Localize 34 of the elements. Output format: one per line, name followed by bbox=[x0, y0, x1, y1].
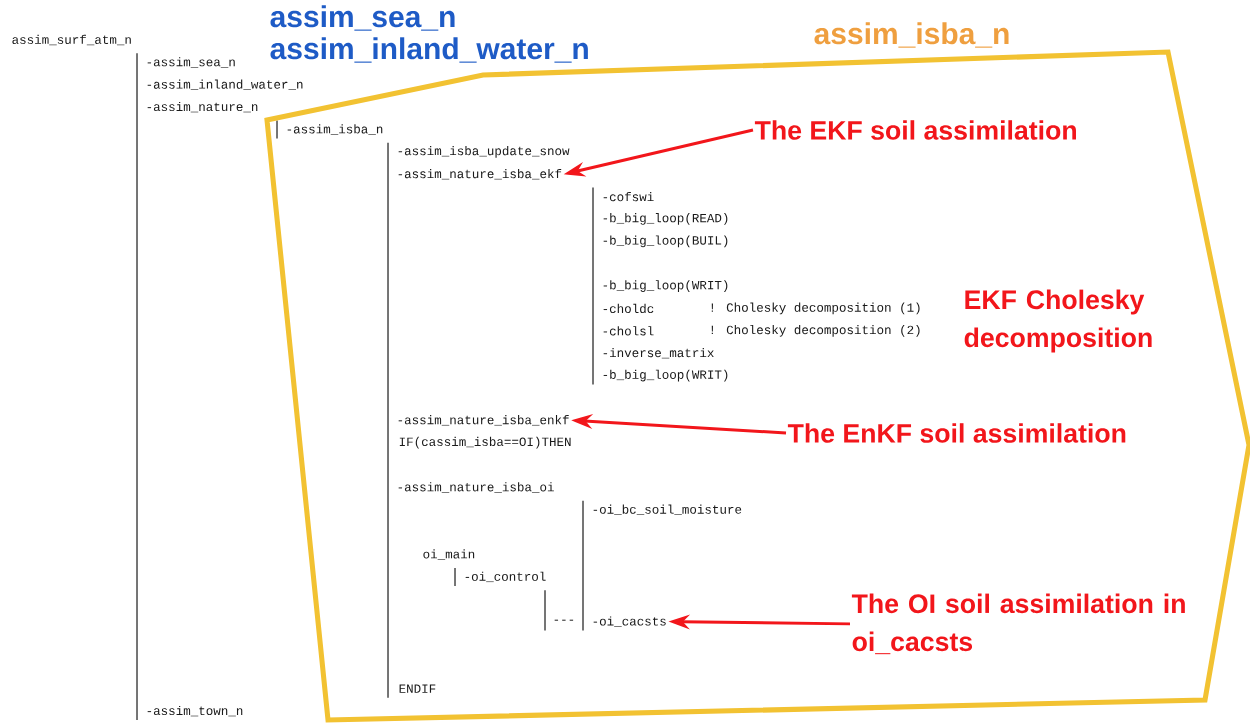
code-line: -oi_control bbox=[465, 571, 546, 583]
annotation: The EnKF soil assimilation bbox=[787, 423, 1126, 443]
annotation: EKF Cholesky decomposition bbox=[964, 289, 1152, 353]
code-line: oi_main bbox=[423, 549, 475, 560]
code-line: -assim_town_n bbox=[147, 705, 243, 717]
annotation: The EKF soil assimilation bbox=[754, 120, 1076, 140]
code-line: -b_big_loop(BUIL) bbox=[603, 235, 728, 248]
node-label: assim_isba_n bbox=[814, 22, 1009, 48]
code-line: --- bbox=[554, 619, 574, 621]
code-line: ENDIF bbox=[399, 684, 436, 693]
code-line: -assim_nature_isba_oi bbox=[398, 482, 554, 493]
code-line: ! Cholesky decomposition (2) bbox=[711, 324, 920, 337]
code-line: -b_big_loop(READ) bbox=[603, 213, 728, 225]
code-line: IF(cassim_isba==OI)THEN bbox=[399, 436, 571, 449]
annotation: The OI soil assimilation in oi_cacsts bbox=[851, 593, 1185, 655]
heading: assim_sea_n bbox=[270, 5, 455, 31]
heading: assim_inland_water_n bbox=[270, 37, 588, 63]
code-line: -oi_cacsts bbox=[593, 616, 666, 627]
code-line: -assim_sea_n bbox=[147, 57, 235, 68]
code-line: -assim_isba_n bbox=[287, 124, 383, 135]
code-line: -oi_bc_soil_moisture bbox=[593, 504, 742, 515]
code-line: -b_big_loop(WRIT) bbox=[603, 369, 728, 382]
code-line: -inverse_matrix bbox=[603, 347, 714, 359]
code-line: -cholsl bbox=[603, 326, 654, 336]
code-line: -cofswi bbox=[603, 192, 654, 202]
code-line: ! Cholesky decomposition (1) bbox=[711, 302, 920, 315]
code-line: -b_big_loop(WRIT) bbox=[603, 280, 728, 292]
code-line: -assim_isba_update_snow bbox=[398, 146, 570, 158]
code-line: -assim_nature_isba_enkf bbox=[398, 415, 569, 426]
code-line: assim_surf_atm_n bbox=[12, 34, 131, 46]
code-line: -assim_nature_n bbox=[147, 101, 258, 113]
code-line: -assim_nature_isba_ekf bbox=[398, 169, 562, 180]
code-line: -choldc bbox=[603, 303, 654, 314]
code-line: -assim_inland_water_n bbox=[147, 79, 303, 90]
